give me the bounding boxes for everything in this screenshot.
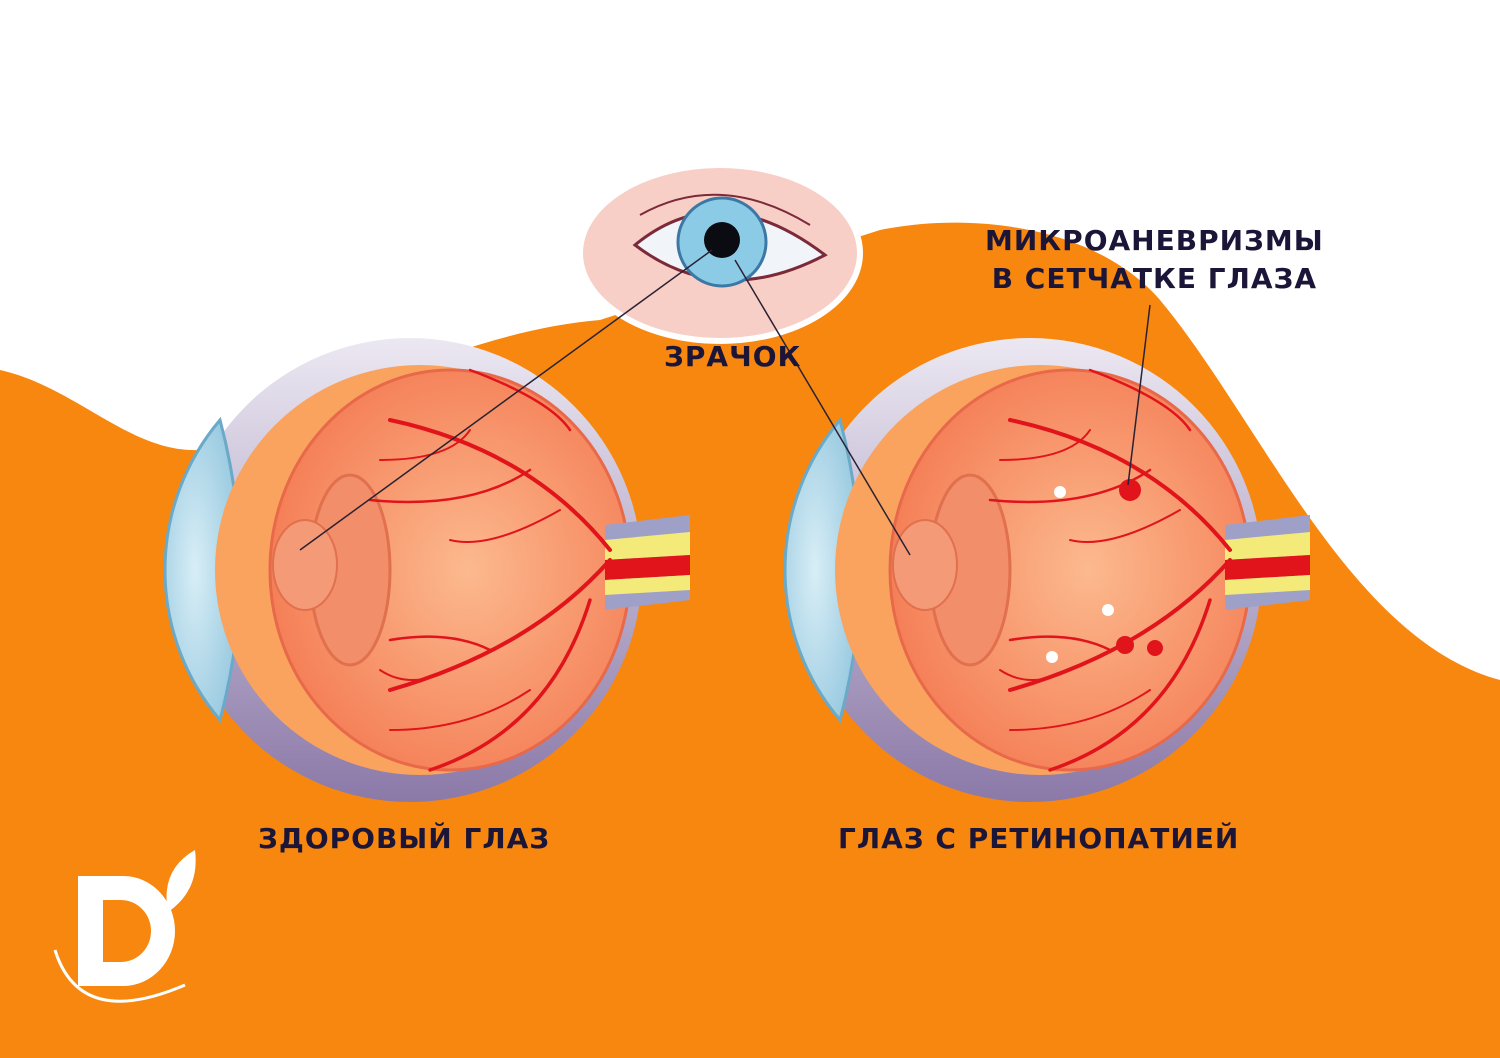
pupil: [704, 222, 740, 258]
microaneurysms-label-line2: В СЕТЧАТКЕ ГЛАЗА: [991, 262, 1318, 295]
healthy-eye-label: ЗДОРОВЫЙ ГЛАЗ: [258, 822, 551, 855]
pointer-lines: [299, 249, 1151, 556]
retinopathy-eye-label: ГЛАЗ С РЕТИНОПАТИЕЙ: [838, 822, 1240, 855]
retinopathy-eye-illustration: [782, 336, 1312, 804]
pupil-label: ЗРАЧОК: [664, 340, 802, 373]
external-eye-illustration: [577, 162, 863, 344]
logo: [53, 850, 196, 1003]
microaneurysms-label-line1: МИКРОАНЕВРИЗМЫ: [985, 224, 1324, 257]
microaneurysm-marks: [1046, 479, 1163, 663]
microaneurysms-label: МИКРОАНЕВРИЗМЫ В СЕТЧАТКЕ ГЛАЗА: [985, 222, 1324, 298]
